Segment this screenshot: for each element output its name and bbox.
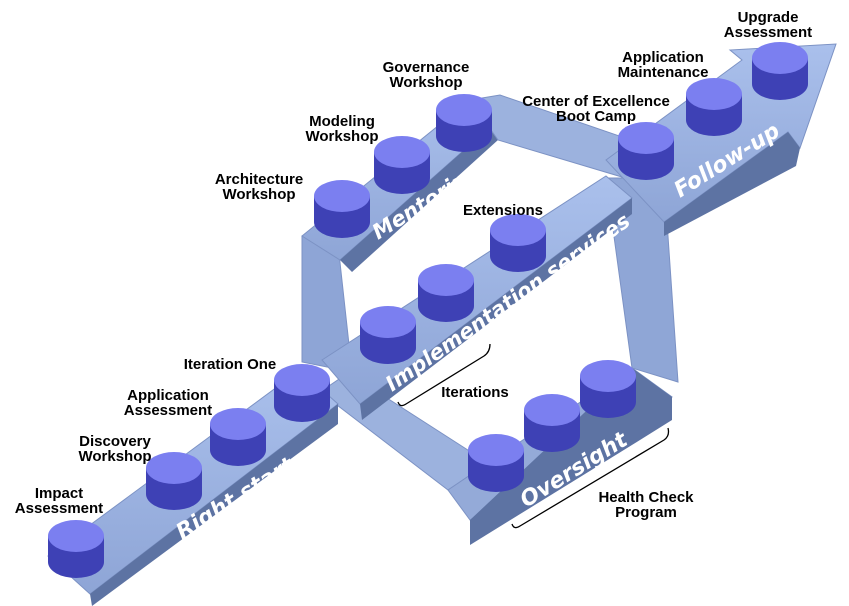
- governance-workshop-node: [436, 94, 492, 152]
- modeling-workshop-node: [374, 136, 430, 194]
- extensions-label: Extensions: [462, 202, 544, 219]
- iterations-label: Iterations: [441, 384, 509, 401]
- iteration-node: [418, 264, 474, 322]
- extensions-node: [490, 214, 546, 272]
- iteration-node: [360, 306, 416, 364]
- discovery-workshop-node: [146, 452, 202, 510]
- architecture-workshop-node: [314, 180, 370, 238]
- health-check-bracket: [511, 427, 670, 529]
- application-maintenance-node: [686, 78, 742, 136]
- iteration-one-node: [274, 364, 330, 422]
- center-of-excellence-node: [618, 122, 674, 180]
- health-check-node: [468, 434, 524, 492]
- upgrade-assessment-node: [752, 42, 808, 100]
- health-check-node: [524, 394, 580, 452]
- iteration-one-label: Iteration One: [183, 356, 277, 373]
- application-assessment-node: [210, 408, 266, 466]
- impact-assessment-node: [48, 520, 104, 578]
- iterations-bracket: [397, 343, 491, 407]
- health-check-node: [580, 360, 636, 418]
